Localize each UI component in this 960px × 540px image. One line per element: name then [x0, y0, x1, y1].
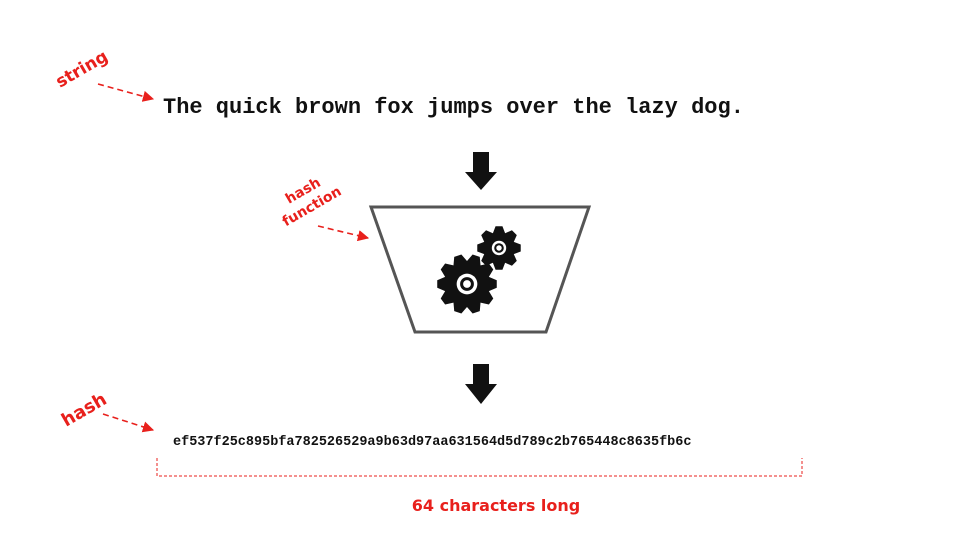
length-bracket: [156, 458, 803, 477]
hash-value: ef537f25c895bfa782526529a9b63d97aa631564…: [173, 435, 691, 450]
input-string: The quick brown fox jumps over the lazy …: [163, 95, 744, 120]
string-pointer-arrow: [97, 83, 155, 102]
length-note: 64 characters long: [412, 496, 580, 515]
down-arrow-icon: [465, 364, 497, 404]
hash-label: hash: [58, 389, 111, 431]
hash-function-label: hash function: [280, 175, 345, 230]
gear-icon: [477, 226, 521, 270]
hash-function-pointer-arrow: [317, 225, 370, 242]
gear-icon: [437, 254, 497, 314]
hash-pointer-arrow: [102, 413, 155, 433]
down-arrow-icon: [465, 152, 497, 190]
